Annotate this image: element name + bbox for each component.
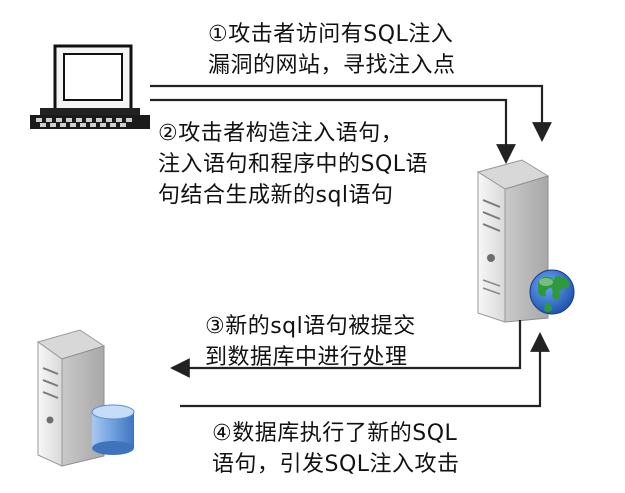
- step-1-text: ①攻击者访问有SQL注入 漏洞的网站，寻找注入点: [208, 19, 456, 81]
- step-3-line-2: 到数据库中进行处理: [205, 345, 408, 370]
- arrows: [150, 84, 552, 408]
- arrow-step4: [180, 332, 550, 408]
- step-2-text: ②攻击者构造注入语句， 注入语句和程序中的SQL语 句结合生成新的sql语句: [158, 118, 428, 211]
- attacker-computer-icon: [30, 44, 150, 129]
- step-4-line-1: ④数据库执行了新的SQL: [212, 421, 458, 446]
- step-2-line-1: ②攻击者构造注入语句，: [158, 121, 404, 146]
- step-4-text: ④数据库执行了新的SQL 语句，引发SQL注入攻击: [212, 418, 460, 480]
- arrow-step3: [170, 320, 522, 378]
- step-2-line-2: 注入语句和程序中的SQL语: [158, 152, 429, 177]
- database-server-icon: [36, 329, 106, 467]
- database-cylinder-icon: [91, 404, 135, 455]
- step-1-line-1: ①攻击者访问有SQL注入: [208, 22, 454, 47]
- web-server-icon: [476, 159, 550, 323]
- arrow-step1: [150, 84, 552, 142]
- step-4-line-2: 语句，引发SQL注入攻击: [212, 452, 460, 477]
- step-1-line-2: 漏洞的网站，寻找注入点: [208, 53, 456, 78]
- step-3-text: ③新的sql语句被提交 到数据库中进行处理: [205, 311, 416, 373]
- arrow-step2: [150, 98, 516, 164]
- step-3-line-1: ③新的sql语句被提交: [205, 314, 416, 339]
- step-2-line-3: 句结合生成新的sql语句: [158, 183, 394, 208]
- globe-icon: [529, 269, 575, 315]
